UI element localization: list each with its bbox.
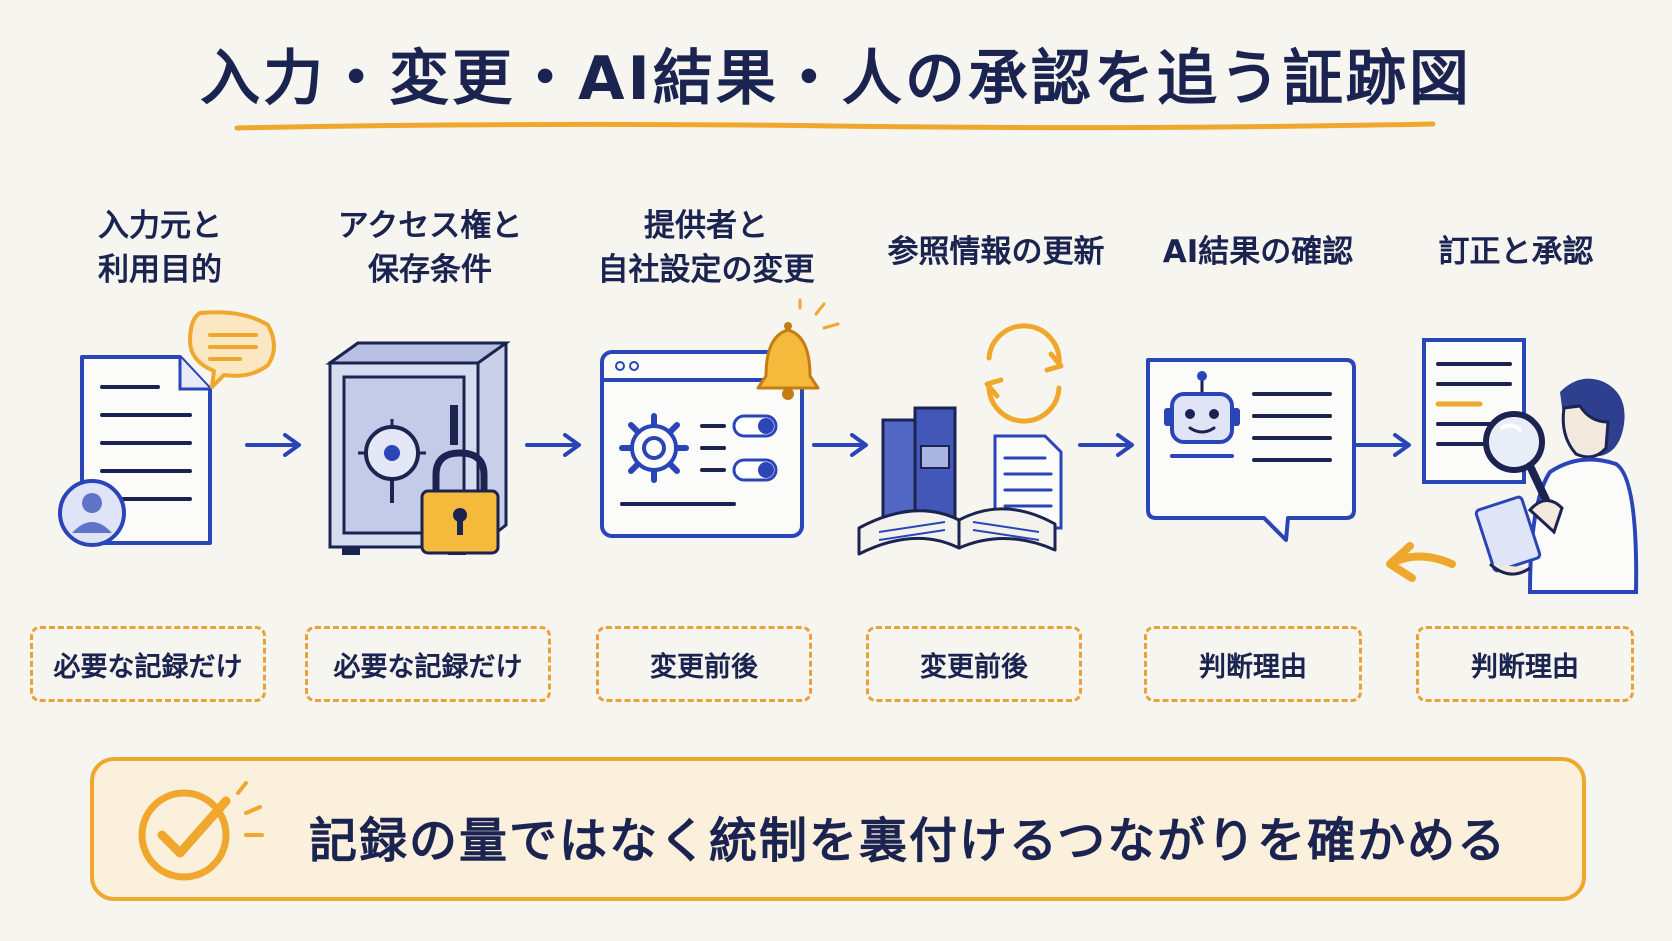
step-label-line: 入力元と [98, 208, 222, 244]
step-label-line: AI結果の確認 [1162, 234, 1354, 270]
step-label-line: 利用目的 [98, 252, 222, 288]
refresh-icon [984, 323, 1064, 424]
speech-bubble-icon [188, 310, 276, 389]
step-label-access-rights: アクセス権と 保存条件 [310, 204, 550, 292]
arrow-right-icon [1078, 433, 1134, 457]
arrow-right-icon [812, 433, 868, 457]
change-tag: 変更前後 [866, 626, 1082, 702]
reason-tag: 判断理由 [1416, 626, 1634, 702]
safe-icon [325, 341, 511, 555]
step-label-line: 参照情報の更新 [887, 234, 1105, 270]
change-tag: 変更前後 [596, 626, 812, 702]
arrow-right-icon [1355, 433, 1411, 457]
reviewer-magnifier-icon [1386, 338, 1639, 594]
step-label-ai-result-check: AI結果の確認 [1138, 230, 1378, 274]
step-label-line: アクセス権と [337, 208, 523, 244]
page-title: 入力・変更・AI結果・人の承認を追う証跡図 [200, 44, 1472, 114]
title-underline [234, 121, 1436, 131]
reason-tag: 判断理由 [1144, 626, 1362, 702]
step-label-line: 自社設定の変更 [597, 252, 815, 288]
step-label-input-source: 入力元と 利用目的 [40, 204, 280, 292]
record-tag: 必要な記録だけ [305, 626, 551, 702]
books-icon [857, 323, 1064, 556]
step-label-provider-settings: 提供者と 自社設定の変更 [586, 204, 826, 292]
arrow-right-icon [245, 433, 301, 457]
ai-robot-chat-icon [1146, 358, 1356, 542]
settings-window-icon [600, 298, 840, 538]
step-label-correction-approval: 訂正と承認 [1396, 230, 1636, 274]
check-circle-icon [138, 781, 264, 881]
bell-icon [756, 298, 840, 400]
record-tag: 必要な記録だけ [30, 626, 266, 702]
conclusion-box: 記録の量ではなく統制を裏付けるつながりを確かめる [90, 757, 1586, 901]
step-label-reference-update: 参照情報の更新 [876, 230, 1116, 274]
conclusion-text: 記録の量ではなく統制を裏付けるつながりを確かめる [309, 813, 1508, 869]
step-label-line: 保存条件 [368, 252, 492, 288]
arrow-right-icon [525, 433, 581, 457]
padlock-icon [420, 449, 500, 555]
step-label-line: 訂正と承認 [1438, 234, 1594, 270]
document-user-icon [58, 310, 276, 547]
step-label-line: 提供者と [644, 208, 768, 244]
